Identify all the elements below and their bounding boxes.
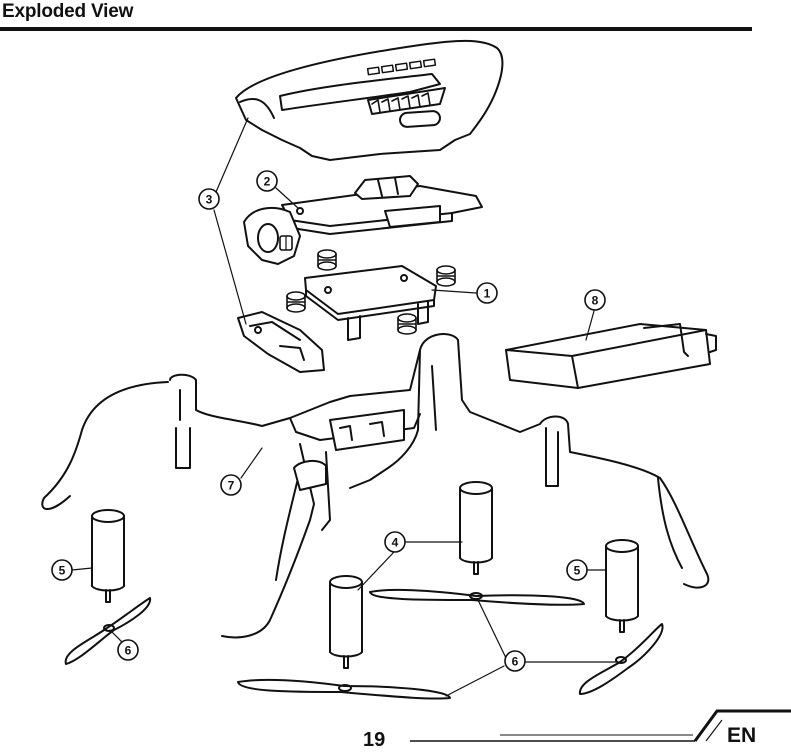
callout-2: 2 (257, 171, 277, 191)
svg-text:4: 4 (392, 536, 399, 550)
lower-cover-part (238, 312, 324, 372)
propeller-bottom (238, 680, 450, 699)
svg-text:7: 7 (228, 479, 235, 493)
motor-parts (92, 482, 638, 668)
page-header: Exploded View (0, 0, 755, 34)
motor-right (606, 540, 638, 632)
svg-text:1: 1 (484, 287, 491, 301)
control-board-part (282, 176, 482, 234)
footer-rule (0, 700, 791, 751)
callout-3: 3 (199, 189, 219, 209)
callout-5-right: 5 (567, 560, 587, 580)
motor-left (92, 510, 124, 602)
battery-part (506, 324, 716, 388)
exploded-view-diagram: 1 2 3 4 5 5 6 6 7 8 (0, 34, 791, 724)
canopy-part (236, 41, 502, 160)
camera-module-part (244, 208, 300, 264)
page-footer: 19 EN (0, 700, 791, 751)
svg-text:2: 2 (264, 175, 271, 189)
callout-6-center: 6 (505, 651, 525, 671)
svg-text:6: 6 (512, 655, 519, 669)
callout-6-left: 6 (118, 640, 138, 660)
callout-1: 1 (477, 283, 497, 303)
callout-7: 7 (221, 475, 241, 495)
callout-8: 8 (585, 290, 605, 310)
propeller-right (580, 624, 663, 694)
svg-text:5: 5 (574, 564, 581, 578)
motor-center-front (330, 576, 362, 668)
callout-4: 4 (385, 532, 405, 552)
page-title: Exploded View (2, 1, 133, 23)
svg-text:3: 3 (206, 193, 213, 207)
motor-center-back (460, 482, 492, 574)
svg-text:5: 5 (59, 564, 66, 578)
callout-5-left: 5 (52, 560, 72, 580)
header-rule (0, 27, 752, 31)
propeller-center (370, 590, 584, 605)
propeller-parts (66, 590, 663, 699)
language-code: EN (727, 724, 756, 748)
svg-text:8: 8 (592, 294, 599, 308)
svg-text:6: 6 (125, 644, 132, 658)
